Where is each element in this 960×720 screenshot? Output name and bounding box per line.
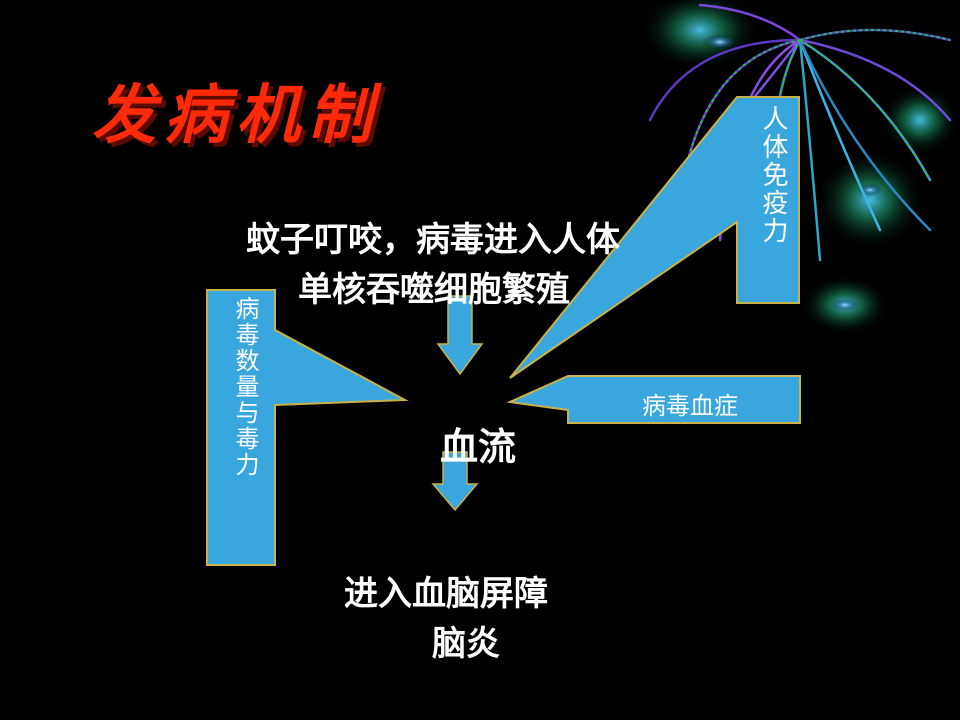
callout-left-shape xyxy=(206,289,409,566)
step1-line2: 单核吞噬细胞繁殖 xyxy=(298,270,570,310)
callout-left-label: 病毒数量与毒力 xyxy=(231,296,259,478)
step3-line2: 脑炎 xyxy=(432,624,500,664)
callout-right-shape xyxy=(506,375,801,424)
blood-flow-node: 血流 xyxy=(440,425,517,469)
callout-top-right-label: 人体免疫力 xyxy=(758,105,788,245)
callout-right-label: 病毒血症 xyxy=(642,392,738,420)
page-title: 发病机制 xyxy=(92,78,380,153)
step1-line1: 蚊子叮咬，病毒进入人体 xyxy=(246,220,620,260)
down-arrow-1 xyxy=(436,295,484,376)
callout-top-right-shape xyxy=(509,96,800,379)
step3-line1: 进入血脑屏障 xyxy=(344,574,548,614)
down-arrow-2 xyxy=(431,451,479,512)
